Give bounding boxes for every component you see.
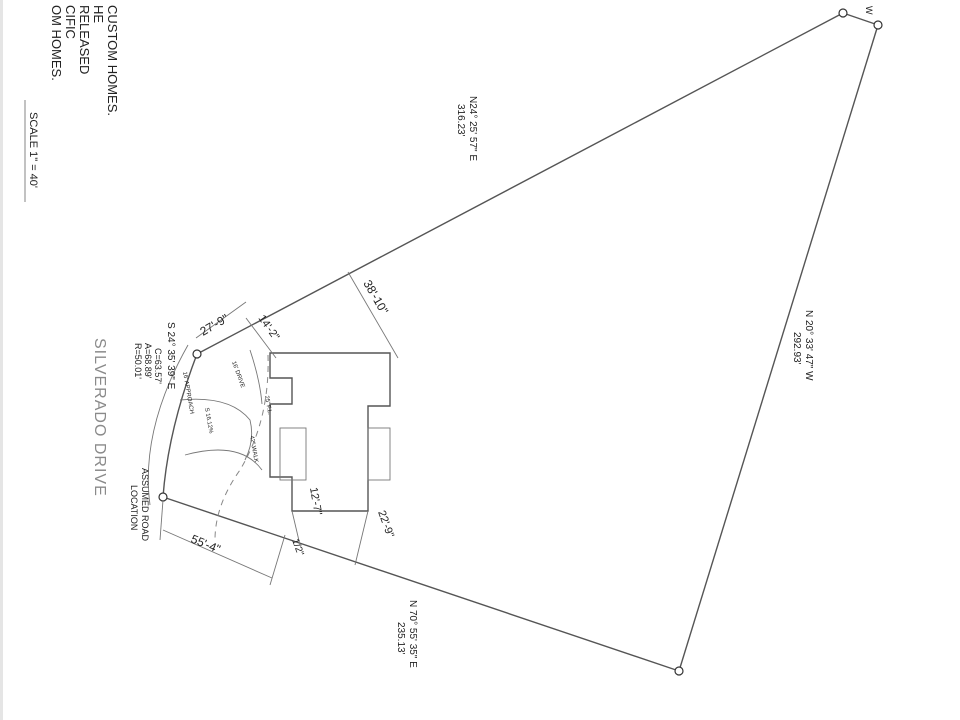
- note-line-1: CUSTOM HOMES.: [105, 5, 120, 116]
- north-distance-label: 316.23': [455, 104, 466, 137]
- dim-line-14-2: [245, 317, 277, 359]
- sheet-edge: [0, 0, 3, 720]
- note-line-2: HE: [91, 5, 106, 23]
- dim-12-7-label: 12'-7": [307, 486, 324, 516]
- road-edge-curve: [147, 344, 189, 506]
- walk-line: [249, 349, 263, 405]
- dim-line-22-9: [354, 510, 369, 566]
- corner-pin-nw: [838, 8, 848, 18]
- fl-label: 25' F.L.: [263, 395, 272, 415]
- east-bearing-label: N 20° 33' 47" W: [803, 310, 814, 381]
- corner-pin-front-top: [192, 349, 202, 359]
- dim-half-label: 1/2": [289, 537, 305, 558]
- east-distance-label: 292.93': [791, 332, 802, 365]
- dim-line-27-9: [195, 301, 247, 339]
- approach-line-2: [184, 449, 263, 471]
- curve-bearing-label: S 24° 35' 39" E: [165, 322, 176, 390]
- dim-14-2-label: 14'-2": [256, 313, 282, 343]
- dim-38-10-label: 38'-10": [360, 278, 391, 317]
- driveway-dashed-line: [214, 354, 269, 541]
- north-bearing-label: N24° 25' 57" E: [467, 96, 478, 161]
- rear-patio-rect: [367, 427, 391, 481]
- corner-pin-ne: [873, 20, 883, 30]
- south-distance-label: 235.13': [395, 622, 406, 655]
- scale-label: SCALE 1" = 40': [27, 112, 39, 188]
- corner-pin-se: [674, 666, 684, 676]
- south-bearing-label: N 70° 55' 35" E: [407, 600, 418, 668]
- front-curve-line: [162, 353, 198, 498]
- approach-line-1: [179, 398, 253, 461]
- dim-22-9-label: 22'-9": [375, 509, 396, 540]
- corner-segment-line: [842, 12, 879, 26]
- south-boundary-line: [162, 496, 680, 672]
- grade-label: S 16.12%: [203, 407, 214, 434]
- assumed-road-label-2: LOCATION: [129, 485, 139, 530]
- east-boundary-line: [678, 24, 879, 672]
- dim-27-9-label: 27'-9": [198, 311, 231, 338]
- dim-line-55-4: [162, 529, 273, 579]
- corner-w-label: W: [864, 6, 874, 15]
- dim-line-12-7: [291, 510, 301, 546]
- assumed-road-label-1: ASSUMED ROAD: [140, 468, 150, 542]
- note-line-3: RELEASED: [77, 5, 92, 74]
- dim-line-38-10: [347, 271, 399, 359]
- walk-label: 42" WALK: [248, 435, 259, 463]
- dim-ext-55-4-b: [269, 534, 286, 586]
- note-line-4: CIFIC: [63, 5, 78, 39]
- house-footprint: [269, 352, 391, 512]
- garage-rect: [279, 427, 307, 481]
- curve-arc-label: A=68.89': [143, 343, 153, 379]
- corner-pin-front-bottom: [158, 492, 168, 502]
- note-line-5: OM HOMES.: [49, 5, 64, 81]
- road-name-label: SILVERADO DRIVE: [91, 338, 108, 497]
- north-boundary-line: [196, 12, 844, 355]
- dim-55-4-label: 55'-4": [189, 532, 223, 556]
- curve-chord-label: C=63.57': [153, 348, 163, 384]
- dim-ext-55-4-a: [159, 499, 164, 541]
- drive-label: 16' DRIVE: [230, 361, 245, 389]
- curve-radius-label: R=50.01': [133, 343, 143, 379]
